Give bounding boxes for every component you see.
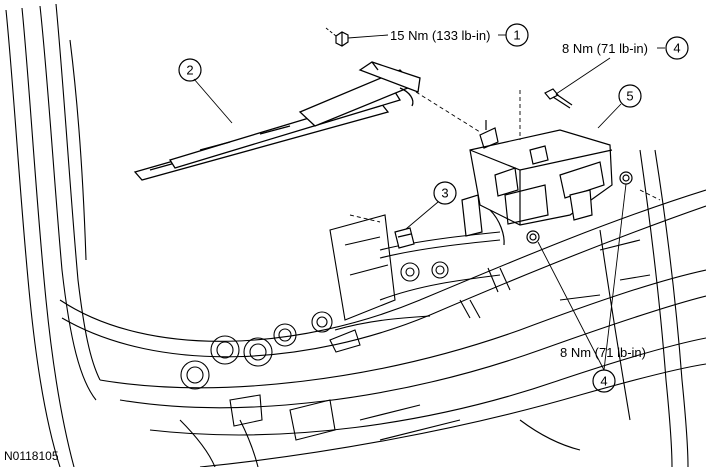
callout-2-number: 2 — [186, 63, 193, 78]
callout-4-bottom: 4 8 Nm (71 lb-in) — [560, 345, 646, 393]
fastener-bolt-right — [619, 171, 633, 185]
callout-2: 2 — [178, 58, 202, 82]
callout-1: 1 15 Nm (133 lb-in) — [390, 23, 529, 47]
fastener-bolt-lower — [526, 230, 540, 244]
callout-4-bottom-torque-spec: 8 Nm (71 lb-in) — [560, 345, 646, 360]
liftgate-structure — [5, 3, 706, 467]
callout-4-top: 4 8 Nm (71 lb-in) — [562, 36, 689, 60]
callout-4-top-number: 4 — [673, 41, 680, 56]
callout-3-number: 3 — [441, 186, 448, 201]
callout-1-torque-spec: 15 Nm (133 lb-in) — [390, 28, 490, 43]
wiper-connector — [394, 227, 415, 249]
figure-id: N0118105 — [4, 449, 59, 463]
callout-4-top-torque-spec: 8 Nm (71 lb-in) — [562, 41, 648, 56]
wiper-arm-and-blade — [133, 61, 421, 181]
leader-lines — [193, 27, 665, 371]
callout-1-number: 1 — [513, 28, 520, 43]
callout-3: 3 — [433, 181, 457, 205]
wiper-motor — [461, 120, 613, 246]
fastener-nut-top — [335, 31, 349, 47]
callout-5: 5 — [618, 84, 642, 108]
fastener-bolt-upper — [544, 88, 573, 109]
callout-5-number: 5 — [626, 89, 633, 104]
callout-4-bottom-number: 4 — [600, 374, 607, 389]
